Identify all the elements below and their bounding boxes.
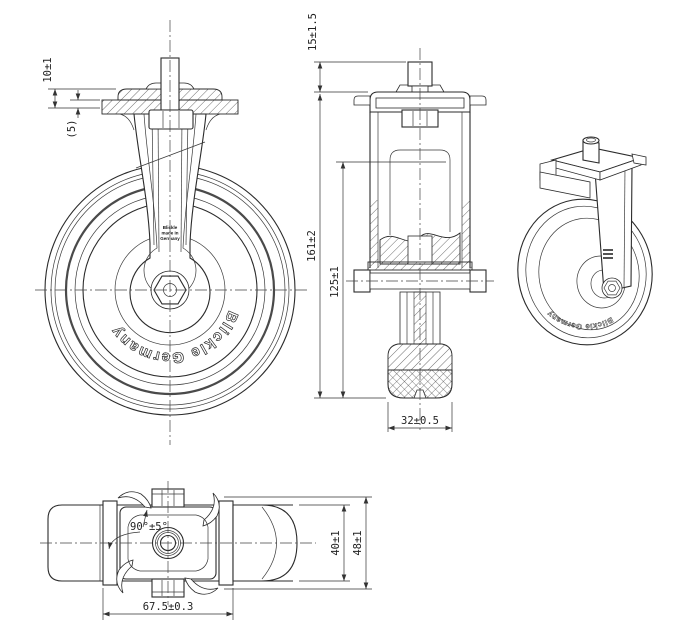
- fork-stamp-line3: Germany: [160, 236, 180, 241]
- dim-wheel-width-label: 32±0.5: [401, 415, 439, 427]
- bottom-view: 90°±5° 67.5±0.3 40±1 48±1: [40, 481, 372, 620]
- dim-wheel-diameter-label: 125±1: [329, 266, 341, 298]
- front-view: Blickle Germany Blickle made in Germany: [35, 20, 308, 445]
- isometric-view: Blickle Germany: [517, 136, 653, 346]
- dim-stem-length-label: 15±1.5: [307, 13, 319, 51]
- fork-stamp-line2: made in: [161, 231, 178, 236]
- dim-stem-height-label: 10±1: [42, 57, 54, 82]
- fork-stamp-iso: [603, 249, 613, 259]
- section-view: 15±1.5 161±2 125±1 32±0.5: [306, 13, 494, 432]
- stem-nut-front: [148, 109, 194, 130]
- dim-overall-width-label: 48±1: [352, 530, 364, 555]
- dim-bracket-angle-label: 90°±5°: [130, 521, 168, 533]
- bracket-claws: [116, 491, 220, 595]
- dim-plate-thickness-label: (5): [66, 120, 78, 139]
- dim-plate-length-label: 67.5±0.3: [143, 601, 194, 613]
- wheel-brand-text-iso: Blickle Germany: [545, 309, 615, 331]
- dim-hub-width-label: 40±1: [330, 530, 342, 555]
- dim-overall-height-label: 161±2: [306, 230, 318, 262]
